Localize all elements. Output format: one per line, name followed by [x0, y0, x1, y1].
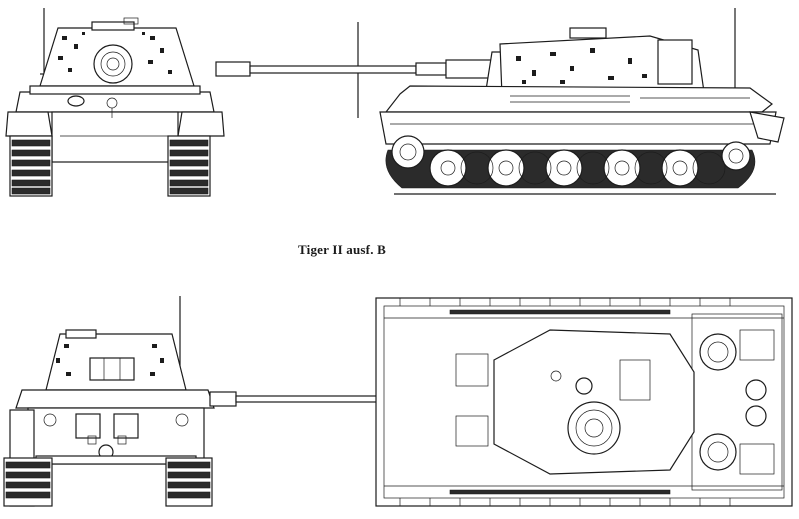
tank-front-view-icon: [5, 8, 225, 197]
tank-top-view-icon: [209, 297, 793, 507]
tank-rear-view-icon: [3, 296, 215, 507]
caption: Tiger II ausf. B: [298, 242, 386, 257]
tank-side-view-icon: [215, 8, 785, 195]
